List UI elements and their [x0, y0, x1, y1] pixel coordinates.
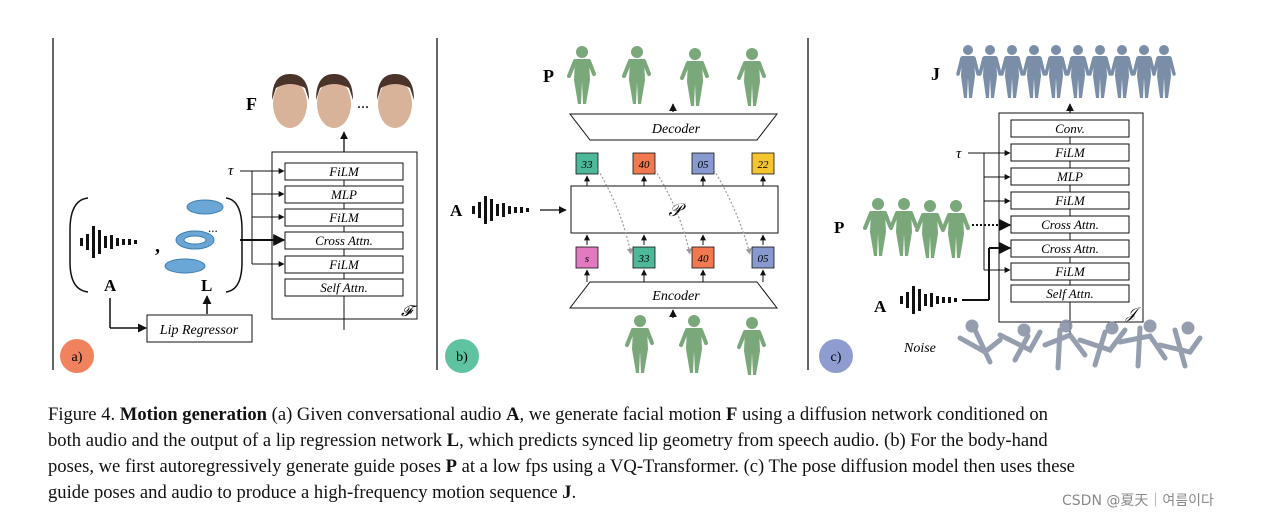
caption-symbol-j: J [562, 482, 572, 503]
pose-layer: Self Attn. [1046, 286, 1093, 301]
caption-symbol-f: F [726, 404, 738, 425]
waveform-icon [900, 286, 957, 314]
caption-symbol-a: A [506, 404, 520, 425]
noise-pose-figures [957, 319, 1203, 371]
waveform-icon [80, 226, 137, 258]
badge-a [60, 339, 94, 373]
caption-line-2: both audio and the output of a lip regre… [48, 428, 1220, 454]
caption-text: poses, we first autoregressively generat… [48, 456, 441, 477]
pose-layer: Cross Attn. [1041, 241, 1099, 256]
top-token: 22 [758, 159, 770, 171]
caption-line-4: guide poses and audio to produce a high-… [48, 480, 1220, 506]
top-token: 05 [698, 159, 710, 171]
guide-input-figures [863, 196, 970, 260]
badge-b [445, 339, 479, 373]
pose-layer: FiLM [1054, 264, 1086, 279]
bottom-token: 05 [758, 253, 770, 265]
face-images [272, 74, 414, 128]
lip-meshes [164, 199, 224, 274]
motion-sequence-figures [956, 43, 1176, 100]
caption-text: using a diffusion network conditioned on [742, 404, 1048, 425]
top-tokens: 33 40 05 22 [575, 152, 775, 175]
caption-title: Motion generation [119, 404, 267, 425]
bracket-right [225, 197, 243, 293]
pose-network-symbol: 𝒥 [1125, 306, 1142, 322]
caption-text: , we generate facial motion [519, 404, 722, 425]
lip-regressor-box [146, 314, 253, 343]
pose-layer: Conv. [1055, 121, 1085, 136]
bracket-left [69, 197, 89, 293]
lip-label: L [201, 276, 212, 295]
input-comma: , [155, 235, 160, 257]
figure: a) F ... 𝓕 FiLM MLP FiLM Cross Attn. FiL… [52, 38, 1203, 377]
input-pose-figures [625, 313, 766, 377]
decoder-block [568, 113, 779, 141]
noise-label: Noise [903, 341, 936, 356]
pose-layer: FiLM [1054, 145, 1086, 160]
badge-c-label: c) [831, 350, 842, 365]
top-token: 40 [639, 159, 651, 171]
watermark: CSDN @夏天｜여름이다 [1062, 493, 1214, 509]
shift-arrows [597, 169, 752, 255]
caption-line-3: poses, we first autoregressively generat… [48, 454, 1220, 480]
lip-regressor-label: Lip Regressor [159, 323, 239, 338]
guide-pose-figures [567, 44, 766, 108]
pose-layer: MLP [1056, 169, 1083, 184]
caption-text: (a) Given conversational audio [271, 404, 502, 425]
caption-text: . [571, 482, 577, 503]
badge-c [819, 339, 853, 373]
figure-caption: Figure 4. Motion generation (a) Given co… [48, 402, 1220, 506]
guide-input-label: P [834, 218, 844, 237]
transformer-block [570, 185, 779, 234]
face-layer: FiLM [328, 257, 360, 272]
face-tau: τ [228, 163, 234, 179]
guide-output-label: P [543, 66, 554, 86]
caption-text: at a low fps using a VQ-Transformer. (c)… [461, 456, 1075, 477]
top-token: 33 [581, 159, 594, 171]
face-layer: FiLM [328, 164, 360, 179]
caption-text: both audio and the output of a lip regre… [48, 430, 443, 451]
bottom-token: 40 [698, 253, 710, 265]
encoder-label: Encoder [651, 289, 700, 304]
bottom-tokens: s 33 40 05 [575, 246, 775, 269]
caption-symbol-p: P [445, 456, 457, 477]
lip-ellipsis: ... [208, 220, 218, 235]
audio-label-c: A [874, 297, 887, 316]
caption-text: guide poses and audio to produce a high-… [48, 482, 558, 503]
panel-c: c) J 𝒥 Conv. FiLM MLP FiLM [819, 43, 1203, 373]
pose-tau: τ [956, 146, 962, 162]
badge-a-label: a) [72, 350, 83, 365]
face-layer: Cross Attn. [315, 233, 373, 248]
caption-symbol-l: L [446, 430, 460, 451]
bottom-token: s [585, 253, 589, 265]
audio-label-a: A [104, 276, 117, 295]
badge-b-label: b) [456, 350, 468, 365]
face-network-symbol: 𝓕 [401, 304, 418, 320]
caption-figure-number: Figure 4. [48, 404, 116, 425]
waveform-icon [472, 196, 529, 224]
face-layer: MLP [330, 187, 357, 202]
caption-line-1: Figure 4. Motion generation (a) Given co… [48, 402, 1220, 428]
caption-text: , which predicts synced lip geometry fro… [459, 430, 1048, 451]
pose-layer: FiLM [1054, 193, 1086, 208]
encoder-block [568, 281, 779, 309]
bottom-token: 33 [638, 253, 651, 265]
face-ellipsis: ... [357, 95, 369, 112]
face-output-label: F [246, 94, 257, 114]
face-layer: FiLM [328, 210, 360, 225]
pose-layer: Cross Attn. [1041, 217, 1099, 232]
motion-output-label: J [931, 64, 940, 84]
decoder-label: Decoder [651, 122, 701, 137]
face-layer: Self Attn. [320, 280, 367, 295]
audio-label-b: A [450, 201, 463, 220]
panel-b: b) P Decoder 33 40 05 22 𝒫 A [445, 44, 779, 377]
panel-a: a) F ... 𝓕 FiLM MLP FiLM Cross Attn. FiL… [60, 74, 418, 373]
